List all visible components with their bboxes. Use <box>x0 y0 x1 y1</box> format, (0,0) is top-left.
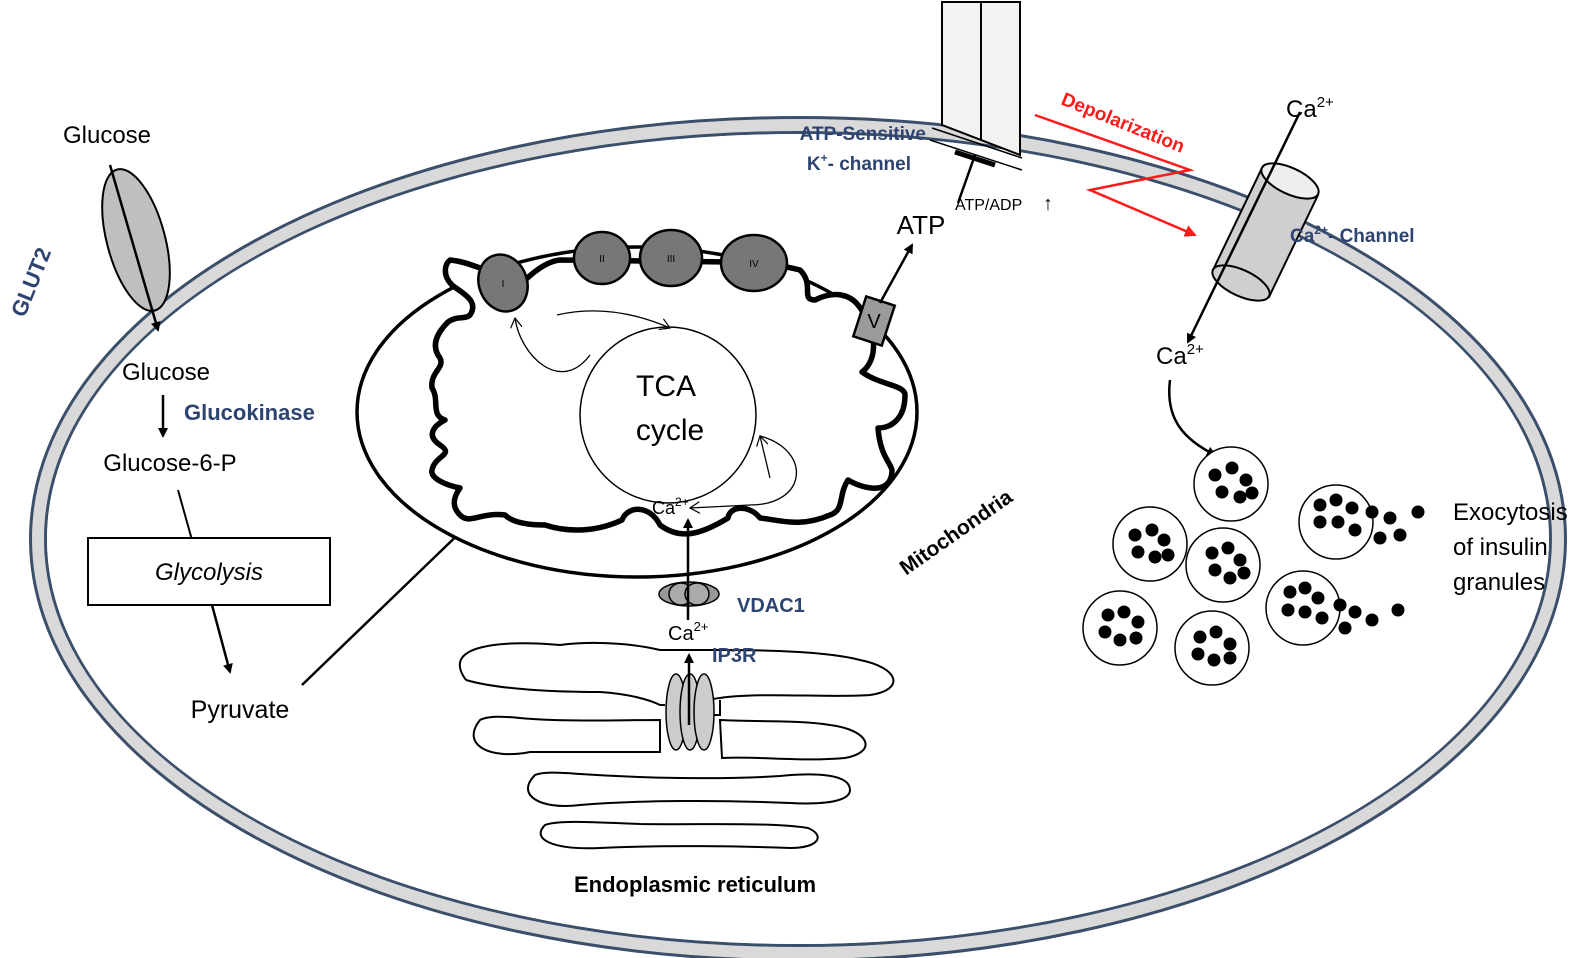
pyruvate-label: Pyruvate <box>191 696 290 724</box>
glycolysis-label: Glycolysis <box>155 559 263 586</box>
complex-iii <box>638 228 704 288</box>
ca-sup: 2+ <box>1317 94 1334 111</box>
glucokinase-label: Glucokinase <box>184 400 315 425</box>
katp-channel <box>929 1 1023 204</box>
exocytosis-line1: Exocytosis <box>1453 499 1568 526</box>
ca-channel-post: - Channel <box>1328 226 1415 247</box>
complex-i <box>477 253 529 313</box>
ca-inside-label: Ca2+ <box>1156 341 1204 370</box>
ca-base: Ca <box>668 623 694 645</box>
ca-sup: 2+ <box>675 495 689 509</box>
depolarization-signal <box>1034 113 1197 237</box>
tca-label-line1: TCA <box>636 370 696 403</box>
katp-k-sup: + <box>821 151 828 165</box>
atp-arrow <box>878 243 914 304</box>
ip3r-label: IP3R <box>712 645 757 667</box>
complex-iv-label: IV <box>749 259 759 270</box>
granule-exocytosis <box>1265 570 1405 646</box>
exocytosis-line2: of insulin <box>1453 534 1548 561</box>
tca-label-line2: cycle <box>636 414 704 447</box>
mitochondrion <box>355 245 919 579</box>
glucose-inside-label: Glucose <box>122 359 210 386</box>
ca-channel-label: Ca2+- Channel <box>1290 223 1415 247</box>
complex-ii-label: II <box>599 254 605 265</box>
ca-sup: 2+ <box>1187 341 1204 358</box>
insulin-granules <box>1082 446 1425 686</box>
katp-label-line1: ATP-Sensitive <box>800 124 926 145</box>
granule-exocytosis <box>1298 484 1425 560</box>
granule <box>1193 446 1269 522</box>
exocytosis-line3: granules <box>1453 569 1545 596</box>
glycolysis-box <box>87 537 331 606</box>
ca-channel-base: Ca <box>1290 226 1315 247</box>
ca-channel-sup: 2+ <box>1314 223 1328 237</box>
ca-outside-label: Ca2+ <box>1286 94 1334 123</box>
ca-channel <box>1186 111 1320 344</box>
glut2-transporter <box>101 164 171 332</box>
katp-label-line2: K+- channel <box>807 151 911 175</box>
ca-to-granules-arrow <box>1167 379 1217 457</box>
granule <box>1082 590 1158 666</box>
complex-iv <box>719 233 789 293</box>
granule <box>1112 506 1188 582</box>
mito-ca-label: Ca2+ <box>652 495 689 518</box>
vdac1-label: VDAC1 <box>737 595 805 617</box>
complex-ii <box>572 230 632 286</box>
glucose6p-label: Glucose-6-P <box>103 450 236 477</box>
endoplasmic-reticulum <box>458 641 895 850</box>
ca-base: Ca <box>1156 343 1187 370</box>
ca-sup: 2+ <box>694 619 709 634</box>
glut2-label: GLUT2 <box>6 244 56 320</box>
atp-adp-up-arrow: ↑ <box>1043 193 1053 215</box>
granule <box>1185 527 1261 603</box>
katp-k: K <box>807 154 821 175</box>
er-ca-label: Ca2+ <box>668 619 708 645</box>
complex-i-label: I <box>502 279 505 290</box>
complex-iii-label: III <box>667 254 675 265</box>
granule <box>1174 610 1250 686</box>
atp-adp-label: ATP/ADP <box>955 197 1022 214</box>
er-label: Endoplasmic reticulum <box>574 872 816 897</box>
glucose-outside-label: Glucose <box>63 122 151 149</box>
respiratory-complexes: I II III IV V <box>477 228 897 348</box>
complex-v-label: V <box>867 311 881 333</box>
ca-base: Ca <box>652 498 676 518</box>
katp-k-post: - channel <box>828 154 911 175</box>
ca-base: Ca <box>1286 96 1317 123</box>
atp-label: ATP <box>897 210 946 240</box>
